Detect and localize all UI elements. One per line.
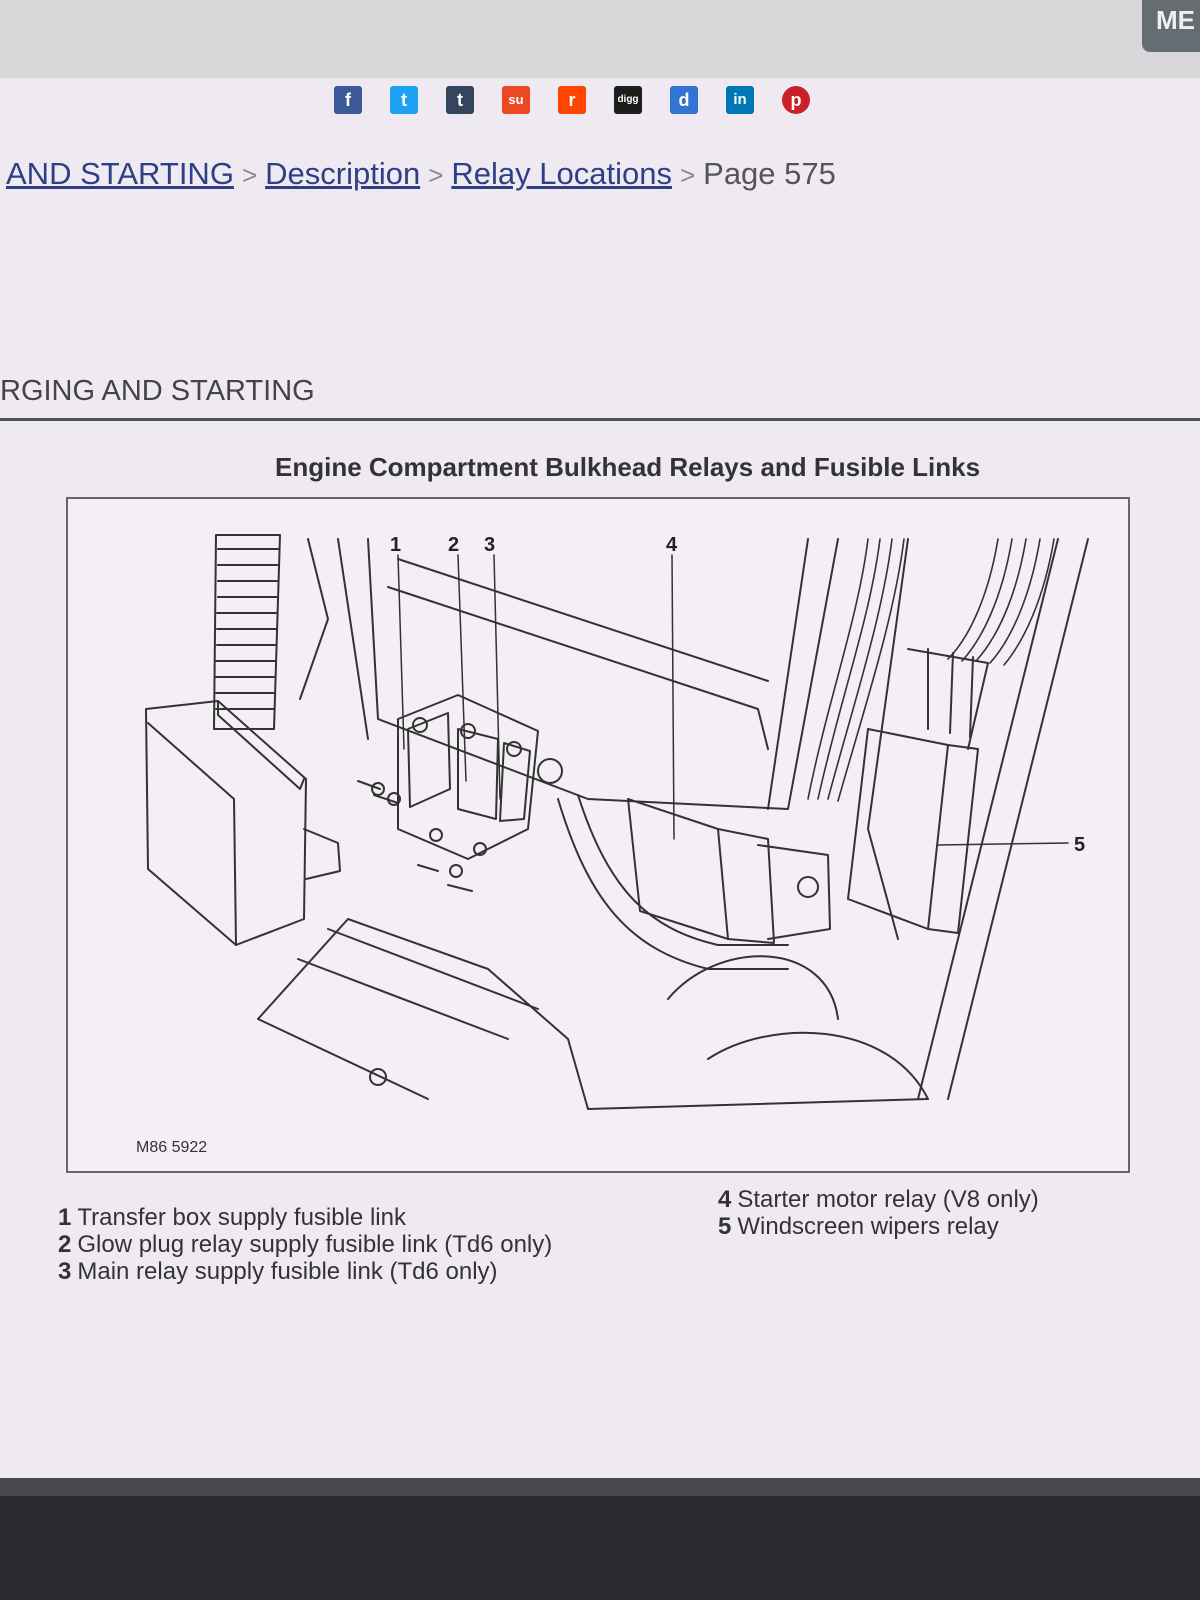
control-unit-box <box>145 700 341 946</box>
delicious-icon[interactable]: d <box>670 86 698 114</box>
lower-structure <box>257 918 929 1110</box>
tumblr-icon[interactable]: t <box>446 86 474 114</box>
breadcrumb-separator: > <box>679 160 696 190</box>
reddit-icon[interactable]: r <box>558 86 586 114</box>
monitor-bezel <box>0 1478 1200 1600</box>
callout-label-2: 2 <box>448 534 459 556</box>
menu-button[interactable]: ME <box>1142 0 1200 52</box>
windscreen-wipers-relay <box>847 648 989 934</box>
facebook-icon[interactable]: f <box>334 86 362 114</box>
callout-label-1: 1 <box>390 534 401 556</box>
wiring-harness-sheath <box>213 534 281 730</box>
bulkhead-panel <box>299 538 1089 1100</box>
figure-title: Engine Compartment Bulkhead Relays and F… <box>275 452 981 482</box>
relay-diagram-drawing: 1 2 3 4 5 <box>145 534 1089 1110</box>
breadcrumb-separator: > <box>241 160 258 190</box>
twitter-icon[interactable]: t <box>390 86 418 114</box>
top-bar: ME <box>0 0 1200 78</box>
monitor-bezel-edge <box>0 1478 1200 1496</box>
figure-code: M86 5922 <box>136 1139 208 1156</box>
fusible-link-block <box>357 694 539 892</box>
battery-cable <box>537 758 789 970</box>
pinterest-icon[interactable]: p <box>782 86 810 114</box>
stumbleupon-icon[interactable]: su <box>502 86 530 114</box>
relay-diagram: 1 2 3 4 5 M86 5922 <box>66 497 1130 1173</box>
starter-motor-relay <box>627 798 831 944</box>
linkedin-icon[interactable]: in <box>726 86 754 114</box>
breadcrumb-separator: > <box>428 160 444 190</box>
breadcrumb-link-section[interactable]: AND STARTING <box>6 156 234 191</box>
breadcrumb-link-relay-locations[interactable]: Relay Locations <box>451 156 672 191</box>
callout-label-5: 5 <box>1074 834 1085 856</box>
section-title: RGING AND STARTING <box>0 375 315 407</box>
callout-leaders <box>397 554 1069 846</box>
breadcrumb: AND STARTING>Description>Relay Locations… <box>6 156 836 192</box>
section-divider <box>0 418 1200 421</box>
wiring-bundle <box>807 538 1055 802</box>
digg-icon[interactable]: digg <box>614 86 642 114</box>
breadcrumb-current: Page 575 <box>703 156 836 191</box>
callout-label-3: 3 <box>484 534 495 556</box>
callout-label-4: 4 <box>666 534 678 556</box>
breadcrumb-link-description[interactable]: Description <box>265 156 421 191</box>
